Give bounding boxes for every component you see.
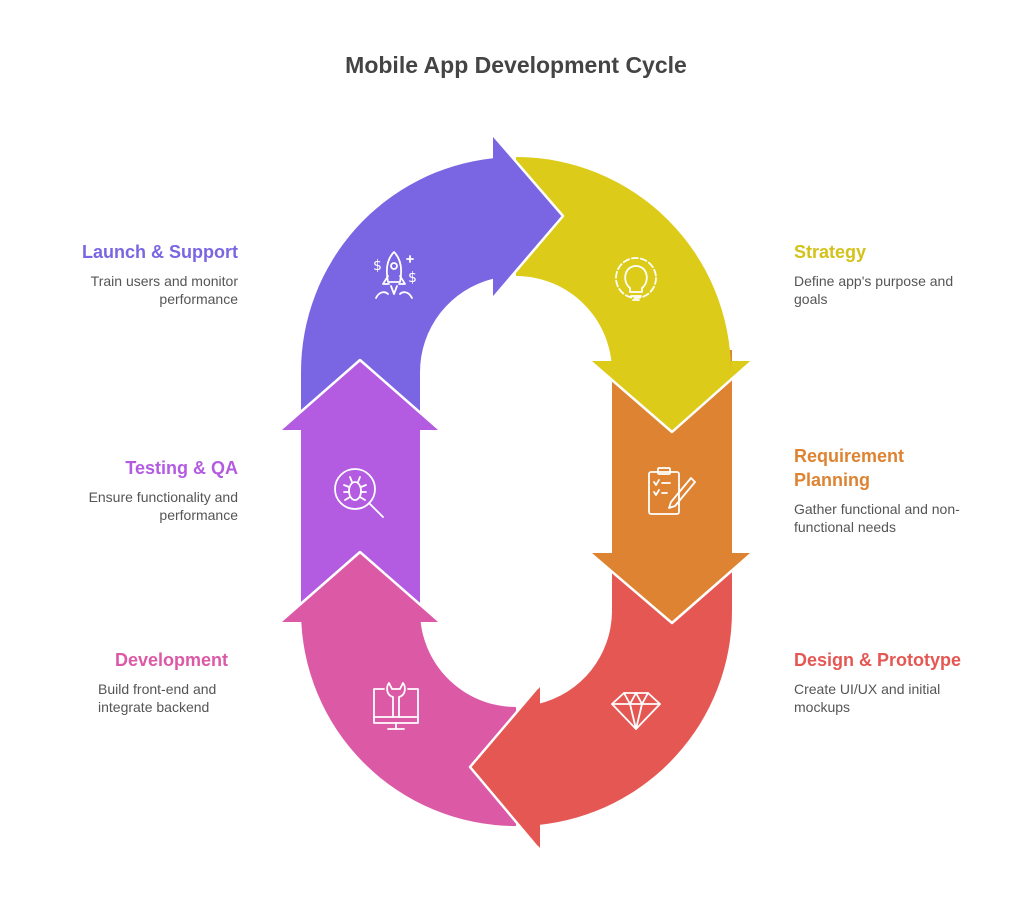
clipboard-pencil-icon — [648, 467, 696, 515]
step-strategy: Strategy Define app's purpose and goals — [794, 240, 994, 308]
step-requirement-planning: Requirement Planning Gather functional a… — [794, 444, 994, 536]
segment-requirement-planning — [589, 350, 753, 625]
svg-text:$: $ — [373, 258, 382, 274]
step-launch-support: Launch & Support Train users and monitor… — [38, 240, 238, 308]
step-description: Gather functional and non-functional nee… — [794, 501, 960, 535]
svg-text:$: $ — [408, 270, 417, 286]
diagram-title: Mobile App Development Cycle — [345, 52, 687, 78]
step-title: Requirement Planning — [794, 446, 905, 490]
step-development: Development Build front-end and integrat… — [28, 648, 228, 716]
step-description: Define app's purpose and goals — [794, 273, 954, 307]
step-design-prototype: Design & Prototype Create UI/UX and init… — [794, 648, 994, 716]
step-title: Strategy — [794, 242, 867, 262]
step-description: Train users and monitor performance — [90, 273, 238, 307]
step-title: Design & Prototype — [794, 650, 962, 670]
step-description: Ensure functionality and performance — [88, 489, 238, 523]
segment-launch-support — [301, 134, 565, 440]
diamond-icon — [611, 692, 661, 730]
segment-design-prototype-arrowhead — [468, 686, 540, 849]
step-title: Testing & QA — [125, 458, 238, 478]
step-testing-qa: Testing & QA Ensure functionality and pe… — [38, 456, 238, 524]
segment-testing-qa — [279, 358, 441, 622]
rocket-icon: $ $ — [373, 251, 417, 299]
step-title: Launch & Support — [82, 242, 238, 262]
step-title: Development — [114, 650, 228, 670]
step-description: Build front-end and integrate backend — [98, 681, 217, 715]
bug-search-icon — [334, 468, 384, 518]
segment-strategy — [516, 157, 753, 434]
lightbulb-gear-icon — [615, 257, 657, 301]
step-description: Create UI/UX and initial mockups — [794, 681, 941, 715]
monitor-wrench-icon — [373, 682, 419, 730]
